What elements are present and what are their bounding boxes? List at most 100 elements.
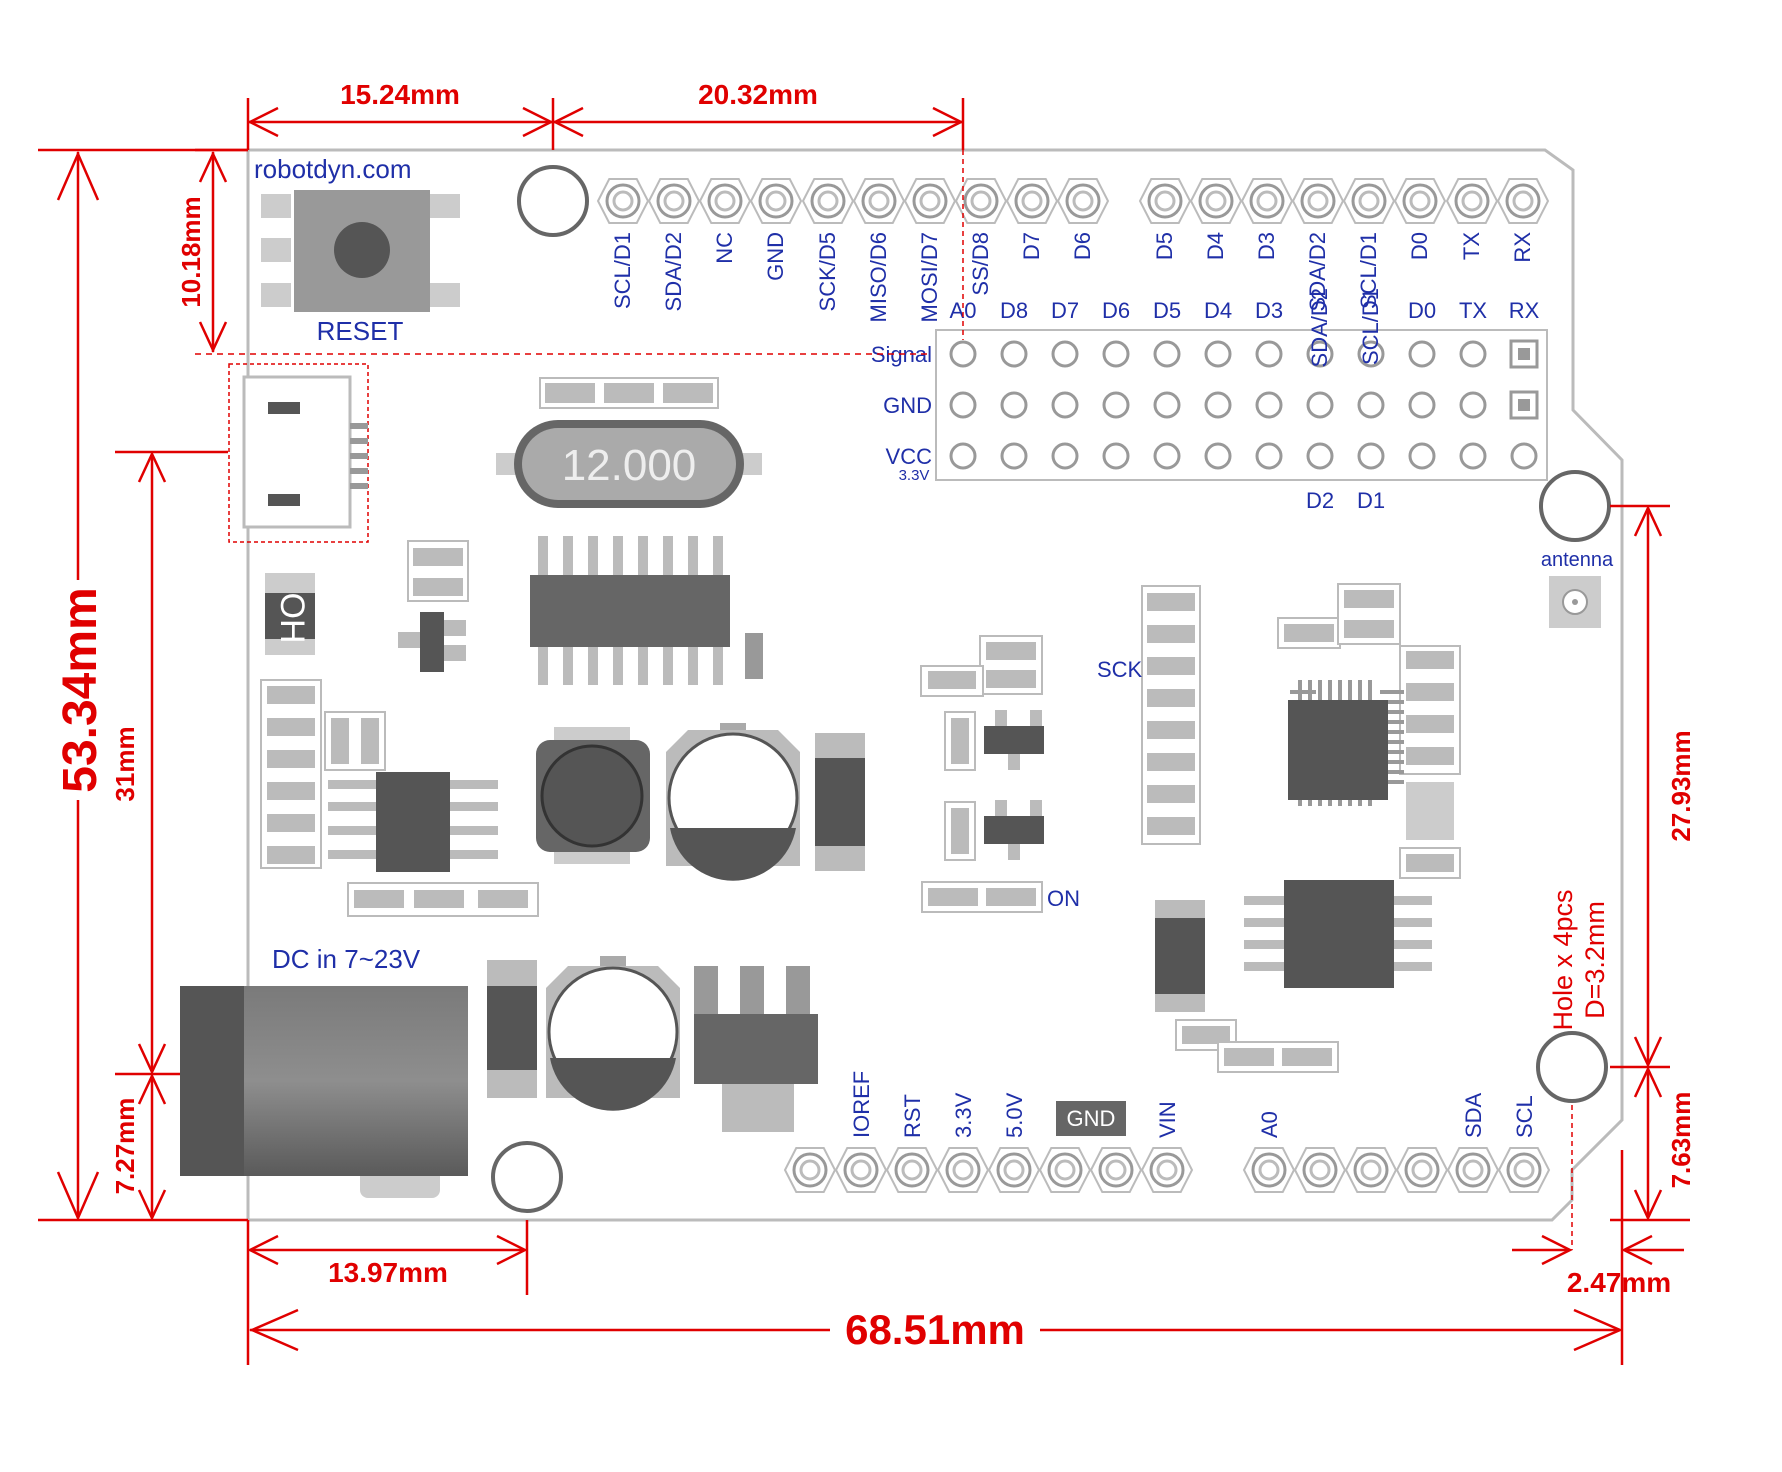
mounting-hole — [491, 1141, 563, 1213]
top-pin-label: D0 — [1407, 232, 1432, 260]
header-pin — [1459, 391, 1487, 419]
header-pin — [1408, 340, 1436, 368]
dc-label: DC in 7~23V — [272, 944, 421, 974]
header-pin — [1102, 391, 1130, 419]
bottom-pin-label: SCL — [1512, 1095, 1537, 1138]
mounting-hole — [1539, 470, 1611, 542]
top-pin-label: SCL/D1 — [610, 232, 635, 309]
capacitor-upper — [666, 723, 865, 881]
bottom-pin-sockets — [783, 1147, 1551, 1193]
pin-socket — [834, 1147, 888, 1193]
header-col-label: D5 — [1153, 298, 1181, 323]
header-pin — [1357, 442, 1385, 470]
io-header-outline — [935, 329, 1548, 481]
soic8-chip — [1155, 880, 1432, 1073]
crystal-label: 12.000 — [562, 441, 697, 490]
header-pin — [1306, 340, 1334, 368]
top-pin-label: D6 — [1070, 232, 1095, 260]
top-pin-label: SCK/D5 — [815, 232, 840, 311]
top-pin-label: SS/D8 — [968, 232, 993, 296]
header-pin — [1204, 391, 1232, 419]
header-pin — [1357, 391, 1385, 419]
header-pin — [1510, 442, 1538, 470]
header-col-label: D4 — [1204, 298, 1232, 323]
header-pin — [1000, 391, 1028, 419]
crystal-oscillator: 12.000 — [496, 377, 762, 508]
reset-button-component — [261, 190, 460, 312]
top-pin-label: TX — [1459, 232, 1484, 260]
pin-socket — [647, 178, 701, 224]
pin-socket — [1038, 1147, 1092, 1193]
header-pin — [1102, 442, 1130, 470]
top-pin-label: D7 — [1019, 232, 1044, 260]
header-pin — [1255, 442, 1283, 470]
top-pin-label: SDA/D2 — [1305, 232, 1330, 311]
header-pin — [1204, 340, 1232, 368]
vcc-sub-label: 3.3V — [899, 467, 930, 484]
bottom-pin-label: IOREF — [849, 1071, 874, 1138]
header-col-label: SDA/D2 — [1307, 288, 1332, 367]
bottom-pin-label: 3.3V — [951, 1092, 976, 1138]
bottom-pin-label: SDA — [1461, 1092, 1486, 1138]
header-pin — [1408, 442, 1436, 470]
gnd-box-label: GND — [1067, 1106, 1116, 1131]
header-col-label: D0 — [1408, 298, 1436, 323]
header-pin — [1306, 442, 1334, 470]
header-pin — [949, 442, 977, 470]
smd-components-middle — [920, 635, 1044, 913]
top-pin-label: GND — [763, 232, 788, 281]
io-header-grid — [949, 339, 1539, 470]
header-col-label: A0 — [950, 298, 977, 323]
top-pin-label: D4 — [1203, 232, 1228, 260]
resistor-column — [1141, 585, 1201, 845]
power-components — [487, 956, 818, 1132]
pin-socket — [1089, 1147, 1143, 1193]
header-pin — [1153, 391, 1181, 419]
oh-switch: OH — [265, 573, 315, 655]
bottom-pin-label: A0 — [1257, 1111, 1282, 1138]
dim-width-6851: 68.51mm — [845, 1306, 1025, 1353]
header-pin — [949, 340, 977, 368]
header-pin — [1102, 340, 1130, 368]
pin-socket — [1189, 178, 1243, 224]
pin-socket — [1497, 1147, 1551, 1193]
header-pin — [1000, 340, 1028, 368]
dim-right-2793: 27.93mm — [1666, 730, 1696, 841]
pin-socket — [1445, 178, 1499, 224]
antenna-connector — [1549, 576, 1601, 628]
on-label: ON — [1047, 886, 1080, 911]
header-col-label: D6 — [1102, 298, 1130, 323]
header-pin — [1459, 340, 1487, 368]
dim-left-1018: 10.18mm — [176, 196, 206, 307]
hole-label-2: D=3.2mm — [1580, 901, 1610, 1019]
pin-socket — [749, 178, 803, 224]
header-col-label: RX — [1509, 298, 1540, 323]
dim-right-763: 7.63mm — [1666, 1092, 1696, 1189]
hole-label-1: Hole x 4pcs — [1548, 889, 1578, 1030]
header-row-label: VCC — [886, 444, 933, 469]
header-pin — [1051, 442, 1079, 470]
sck-label: SCK — [1097, 657, 1143, 682]
header-pin — [1051, 340, 1079, 368]
top-pin-label: SCL/D1 — [1356, 232, 1381, 309]
header-bottom-label: D1 — [1357, 488, 1385, 513]
pin-socket — [852, 178, 906, 224]
top-pin-label: MISO/D6 — [866, 232, 891, 322]
top-pin-sockets — [596, 178, 1550, 224]
dim-height-5334: 53.34mm — [54, 587, 107, 792]
site-label: robotdyn.com — [254, 154, 412, 184]
pin-socket — [1140, 1147, 1194, 1193]
pin-socket — [1056, 178, 1110, 224]
header-col-label: D3 — [1255, 298, 1283, 323]
bottom-pin-label: VIN — [1155, 1101, 1180, 1138]
bottom-pin-label: 5.0V — [1002, 1092, 1027, 1138]
header-row-label: GND — [883, 393, 932, 418]
header-col-label: D8 — [1000, 298, 1028, 323]
pin-socket — [1240, 178, 1294, 224]
pin-socket — [987, 1147, 1041, 1193]
pin-socket — [1005, 178, 1059, 224]
pin-socket — [1393, 178, 1447, 224]
dim-left-727: 7.27mm — [110, 1098, 140, 1195]
